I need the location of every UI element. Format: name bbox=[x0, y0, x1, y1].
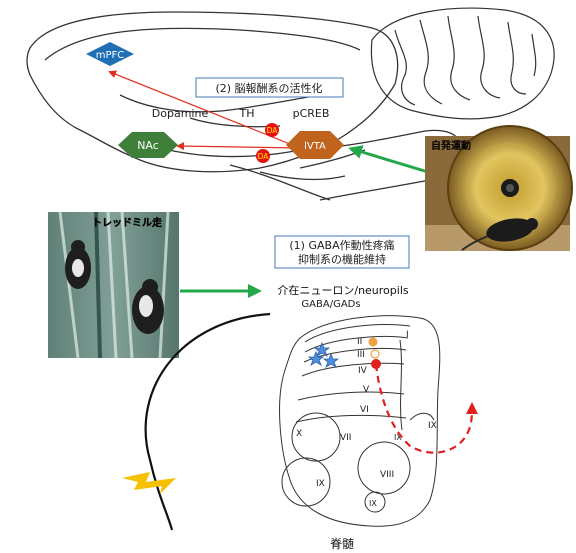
lightning-icon bbox=[122, 472, 176, 494]
brain-outline bbox=[27, 12, 398, 200]
vta-node: lVTA bbox=[286, 131, 344, 159]
nac-label: NAc bbox=[137, 139, 159, 152]
wheel-photo: 自発運動 bbox=[425, 126, 572, 251]
mpfc-node: mPFC bbox=[86, 42, 134, 66]
gaba-box: (1) GABA作動性疼痛 抑制系の機能維持 bbox=[275, 236, 409, 268]
cerebellum-outline bbox=[371, 8, 554, 119]
exercise-to-vta-arrow bbox=[352, 149, 428, 172]
gaba-box-line1: (1) GABA作動性疼痛 bbox=[289, 238, 394, 252]
reward-box: (2) 脳報酬系の活性化 bbox=[196, 78, 343, 97]
lamina-iii: III bbox=[357, 350, 365, 360]
marker-th: TH bbox=[239, 107, 255, 120]
reward-box-text: (2) 脳報酬系の活性化 bbox=[215, 81, 322, 95]
spinal-cord-section bbox=[280, 316, 440, 527]
lamina-x: IX bbox=[428, 421, 437, 431]
lamina-v: V bbox=[363, 385, 370, 395]
marker-pcreb: pCREB bbox=[293, 107, 330, 120]
lamina-ix-left: X bbox=[296, 429, 302, 439]
lamina-vi: VI bbox=[360, 405, 369, 415]
mpfc-label: mPFC bbox=[96, 50, 125, 61]
lamina-vii: VII bbox=[340, 433, 351, 443]
ascending-pain-path bbox=[376, 364, 472, 453]
lamina-ix-small: IX bbox=[369, 499, 377, 508]
interneuron-label: 介在ニューロン/neuropils bbox=[277, 284, 409, 297]
lamina-ix-bottom-left: IX bbox=[316, 479, 325, 489]
da-label-lower: DA bbox=[258, 152, 270, 161]
da-label-upper: DA bbox=[267, 126, 279, 135]
lamina-ii: II bbox=[357, 337, 362, 347]
neuron-outline bbox=[371, 350, 379, 358]
gaba-box-line2: 抑制系の機能維持 bbox=[298, 252, 386, 266]
vta-to-nac-arrow bbox=[178, 146, 298, 148]
lamina-i: I bbox=[406, 330, 409, 340]
wheel-photo-label: 自発運動 bbox=[431, 139, 471, 152]
treadmill-photo-label: トレッドミル走 bbox=[92, 216, 163, 229]
da-badge-lower: DA bbox=[256, 149, 270, 163]
lamina-viii: VIII bbox=[380, 470, 394, 480]
da-badge-upper: DA bbox=[265, 123, 279, 137]
lamina-iv: IV bbox=[358, 366, 368, 376]
neuron-orange bbox=[369, 338, 378, 347]
marker-dopamine: Dopamine bbox=[152, 107, 209, 120]
spinal-cord-label: 脊髄 bbox=[330, 536, 354, 551]
vta-label: lVTA bbox=[304, 141, 326, 152]
gaba-gads-label: GABA/GADs bbox=[301, 299, 360, 310]
treadmill-photo: トレッドミル走 bbox=[48, 212, 179, 358]
